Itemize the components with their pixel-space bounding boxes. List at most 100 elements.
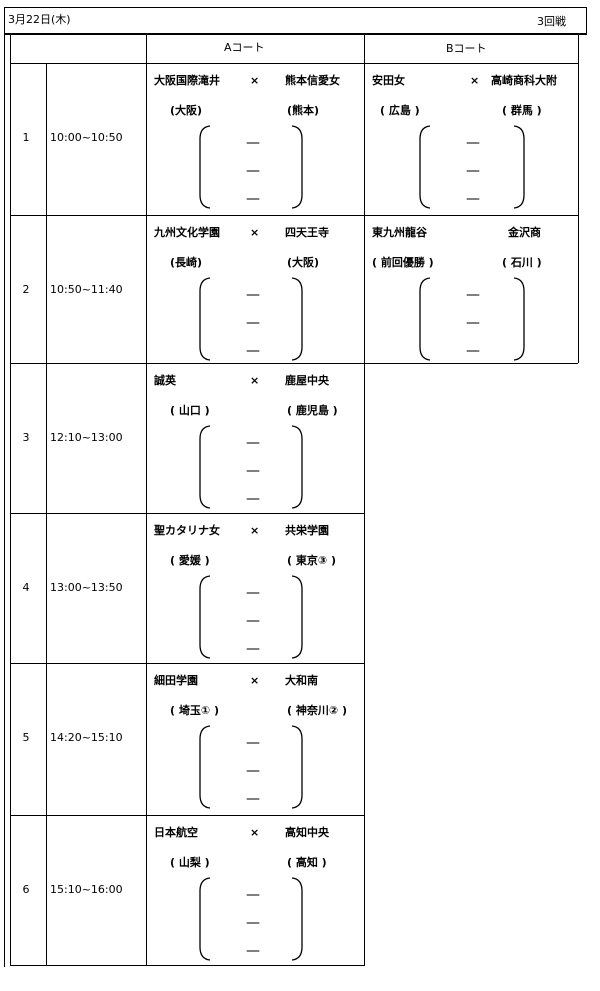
team-2-prefecture: ( 鹿児島 ) [287, 404, 338, 417]
score-bracket-left [199, 125, 211, 209]
score-bracket-right [513, 125, 525, 209]
set-score-blank: — [246, 641, 260, 657]
match-number: 1 [22, 131, 30, 144]
team-2-name: 高崎商科大附 [491, 74, 557, 87]
match-time: 13:00~13:50 [50, 581, 123, 594]
team-1-name: 誠英 [154, 374, 176, 387]
score-bracket-left [419, 277, 431, 361]
team-2-name: 四天王寺 [285, 226, 329, 239]
set-score-blank: — [246, 191, 260, 207]
set-score-blank: — [246, 585, 260, 601]
team-2-prefecture: (大阪) [287, 256, 320, 269]
court-b-header: Bコート [446, 42, 487, 55]
team-2-name: 金沢商 [508, 226, 541, 239]
grid-line [364, 34, 365, 966]
versus-mark: × [250, 226, 260, 239]
team-1-prefecture: ( 埼玉① ) [170, 704, 220, 717]
versus-mark: × [250, 826, 260, 839]
team-1-name: 大阪国際滝井 [154, 74, 220, 87]
grid-line [4, 33, 587, 35]
team-1-prefecture: ( 愛媛 ) [170, 554, 210, 567]
team-2-prefecture: ( 東京③ ) [287, 554, 337, 567]
grid-line [46, 63, 47, 966]
set-score-blank: — [246, 791, 260, 807]
grid-line [578, 34, 579, 363]
match-number: 6 [22, 883, 30, 896]
team-2-prefecture: ( 石川 ) [502, 256, 542, 269]
match-number: 2 [22, 283, 30, 296]
score-bracket-right [513, 277, 525, 361]
team-1-prefecture: ( 山梨 ) [170, 856, 210, 869]
set-score-blank: — [246, 435, 260, 451]
set-score-blank: — [246, 491, 260, 507]
grid-line [10, 34, 11, 966]
set-score-blank: — [246, 943, 260, 959]
grid-line [10, 663, 365, 664]
team-2-prefecture: ( 群馬 ) [502, 104, 542, 117]
score-bracket-left [199, 877, 211, 961]
team-1-name: 九州文化学園 [154, 226, 220, 239]
team-2-prefecture: ( 神奈川② ) [287, 704, 348, 717]
team-1-name: 東九州龍谷 [372, 226, 427, 239]
set-score-blank: — [246, 135, 260, 151]
score-bracket-left [419, 125, 431, 209]
team-2-name: 鹿屋中央 [285, 374, 329, 387]
grid-line [10, 815, 365, 816]
set-score-blank: — [246, 287, 260, 303]
set-score-blank: — [466, 163, 480, 179]
match-time: 14:20~15:10 [50, 731, 123, 744]
score-bracket-right [291, 725, 303, 809]
set-score-blank: — [466, 343, 480, 359]
set-score-blank: — [246, 463, 260, 479]
set-score-blank: — [466, 287, 480, 303]
grid-line [4, 7, 5, 967]
match-number: 4 [22, 581, 30, 594]
set-score-blank: — [246, 315, 260, 331]
versus-mark: × [250, 374, 260, 387]
set-score-blank: — [246, 915, 260, 931]
round-label: 3回戦 [537, 15, 566, 28]
set-score-blank: — [246, 163, 260, 179]
versus-mark: × [470, 74, 480, 87]
team-1-name: 聖カタリナ女 [154, 524, 220, 537]
team-1-prefecture: ( 山口 ) [170, 404, 210, 417]
team-2-prefecture: (熊本) [287, 104, 320, 117]
score-bracket-right [291, 125, 303, 209]
team-1-name: 日本航空 [154, 826, 198, 839]
date-title: 3月22日(木) [8, 13, 71, 26]
match-number: 5 [22, 731, 30, 744]
team-1-prefecture: ( 前回優勝 ) [372, 256, 434, 269]
score-bracket-left [199, 725, 211, 809]
set-score-blank: — [466, 135, 480, 151]
team-2-name: 共栄学園 [285, 524, 329, 537]
set-score-blank: — [246, 613, 260, 629]
versus-mark: × [250, 74, 260, 87]
score-bracket-right [291, 877, 303, 961]
grid-line [10, 63, 578, 64]
match-time: 10:00~10:50 [50, 131, 123, 144]
grid-line [10, 965, 365, 966]
court-a-header: Aコート [224, 41, 265, 54]
grid-line [10, 363, 578, 364]
grid-line [10, 215, 578, 216]
set-score-blank: — [246, 343, 260, 359]
score-bracket-left [199, 425, 211, 509]
score-bracket-right [291, 575, 303, 659]
team-1-prefecture: (長崎) [170, 256, 203, 269]
set-score-blank: — [466, 191, 480, 207]
score-bracket-left [199, 277, 211, 361]
team-2-prefecture: ( 高知 ) [287, 856, 327, 869]
versus-mark: × [250, 524, 260, 537]
set-score-blank: — [246, 763, 260, 779]
versus-mark: × [250, 674, 260, 687]
score-bracket-left [199, 575, 211, 659]
grid-line [146, 34, 147, 966]
score-bracket-right [291, 277, 303, 361]
match-time: 10:50~11:40 [50, 283, 123, 296]
grid-line [586, 7, 587, 34]
team-1-prefecture: ( 広島 ) [380, 104, 420, 117]
team-1-prefecture: (大阪) [170, 104, 203, 117]
grid-line [4, 7, 587, 8]
set-score-blank: — [466, 315, 480, 331]
set-score-blank: — [246, 887, 260, 903]
